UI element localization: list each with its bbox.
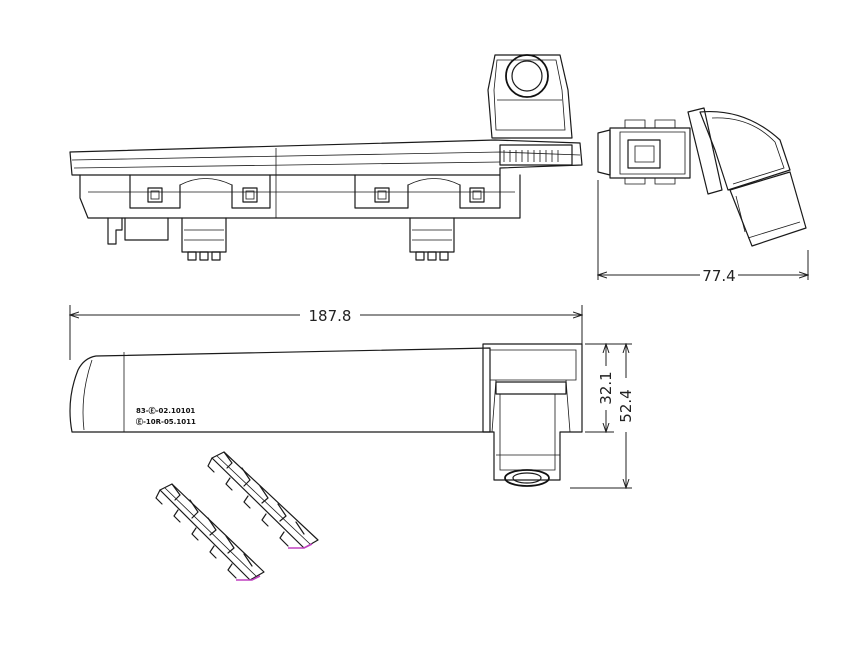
dimension-side-depth: 77.4 <box>598 180 808 285</box>
dimension-overall-length-label: 187.8 <box>309 307 352 325</box>
top-view: 83-Ⓔ-02.10101 Ⓔ-10R-05.1011 <box>69 343 583 487</box>
dimension-body-height-label: 32.1 <box>597 371 615 404</box>
dimension-total-height-label: 52.4 <box>617 389 635 422</box>
dimension-overall-length: 187.8 <box>70 305 582 360</box>
mounting-clip-right <box>207 451 319 549</box>
front-view <box>69 54 583 261</box>
part-marking-line1: 83-Ⓔ-02.10101 <box>136 406 195 415</box>
part-marking-line2: Ⓔ-10R-05.1011 <box>136 417 196 426</box>
side-view <box>597 107 807 247</box>
dimension-side-depth-label: 77.4 <box>702 267 735 285</box>
mounting-clip-left <box>155 483 265 581</box>
dimension-heights: 32.1 52.4 <box>570 344 635 488</box>
